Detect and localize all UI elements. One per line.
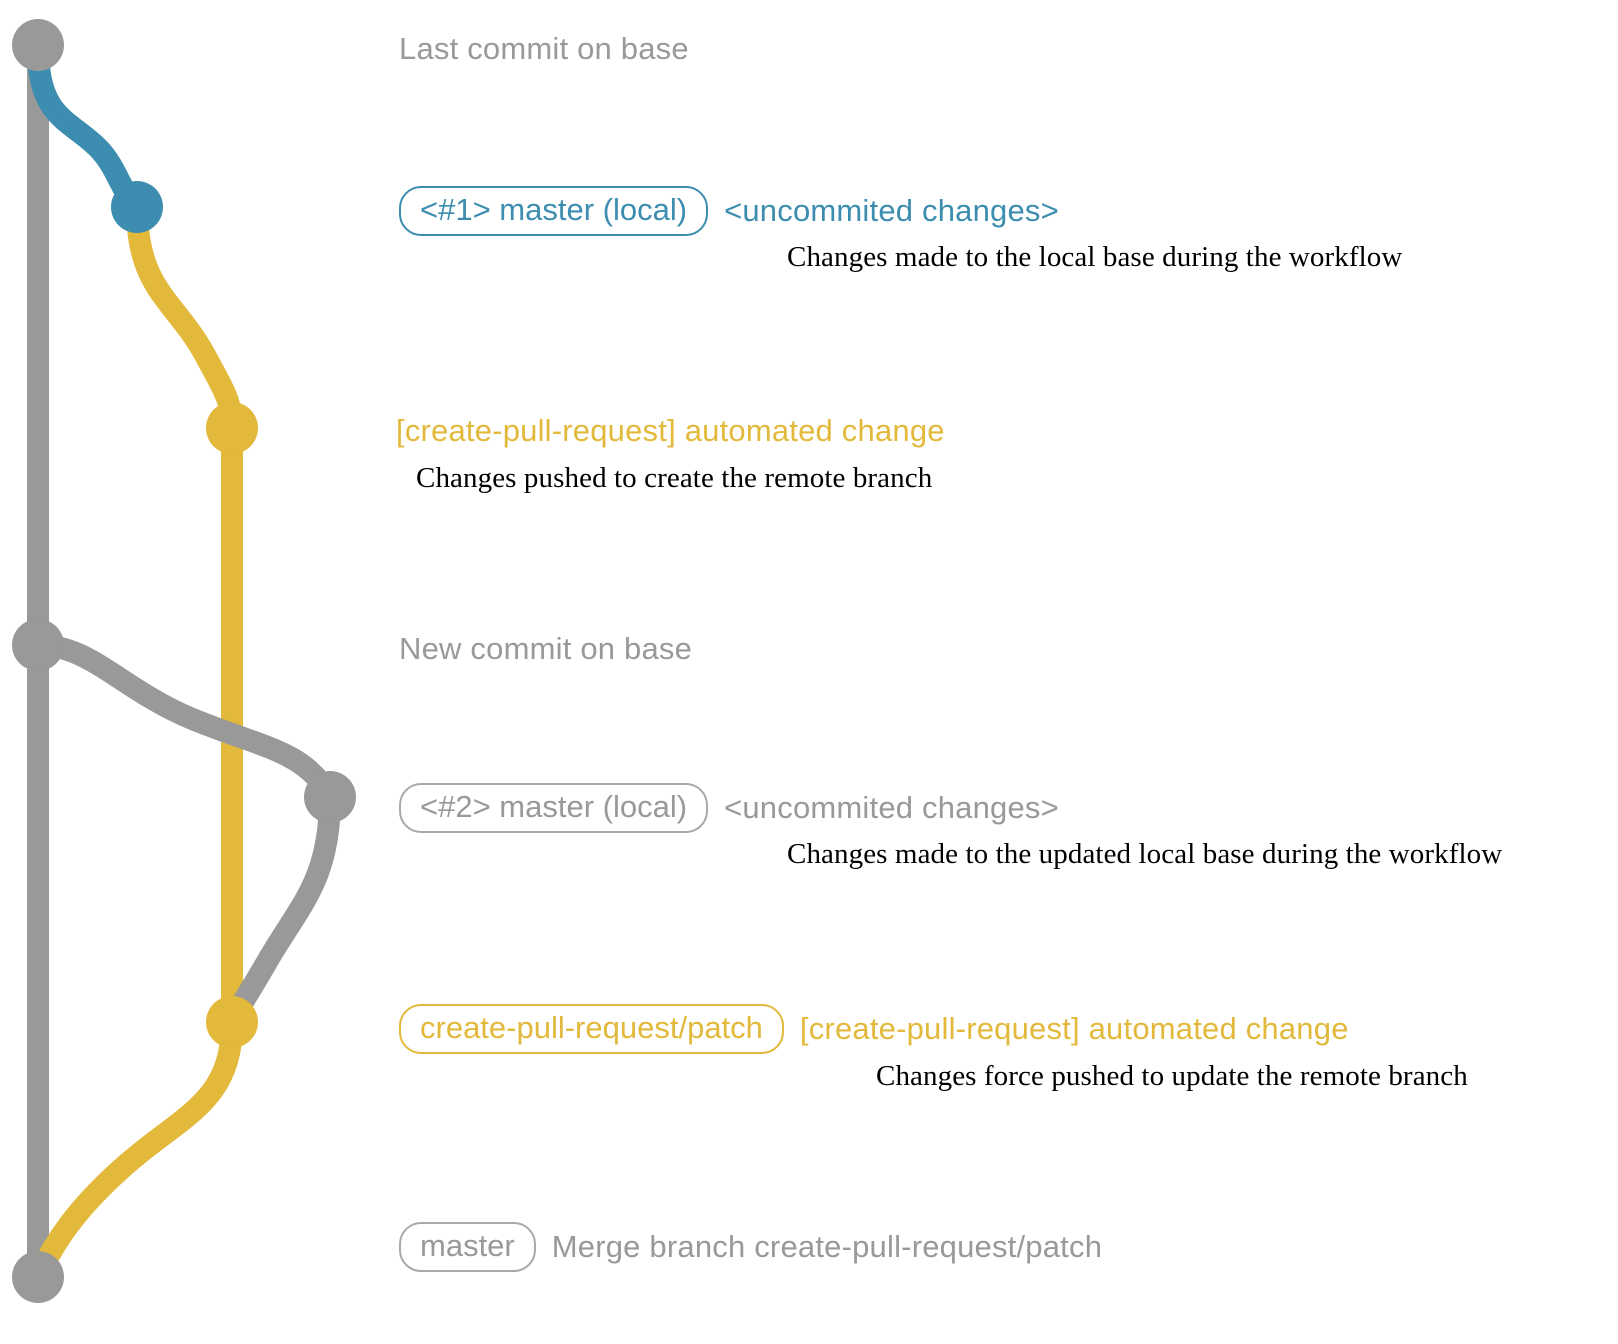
new-commit-on-base-label: New commit on base: [399, 631, 693, 666]
commit-message-automated-change-2: [create-pull-request] automated change: [799, 1011, 1349, 1046]
edge-base2-to-local2: [27, 634, 341, 808]
commit-message-master-local-2: <uncommited changes>: [724, 790, 1059, 825]
row-master-merge: master Merge branch create-pull-request/…: [399, 1222, 1102, 1272]
note-master-local-2: Changes made to the updated local base d…: [787, 838, 1503, 870]
branch-pill-create-pull-request-patch[interactable]: create-pull-request/patch: [399, 1004, 784, 1054]
row-new-commit-on-base: New commit on base: [399, 631, 692, 667]
row-master-local-2: <#2> master (local) <uncommited changes>: [399, 783, 1059, 833]
commit-node-master-merge[interactable]: [12, 1251, 64, 1303]
note-automated-change-1: Changes pushed to create the remote bran…: [416, 462, 933, 494]
commit-node-automated-change-1[interactable]: [206, 402, 258, 454]
branch-pill-master[interactable]: master: [399, 1222, 536, 1272]
note-create-pull-request-patch: Changes force pushed to update the remot…: [876, 1060, 1468, 1092]
commit-message-master-local-1: <uncommited changes>: [724, 193, 1059, 228]
commit-node-last-commit-on-base[interactable]: [12, 19, 64, 71]
commit-message-master-merge: Merge branch create-pull-request/patch: [551, 1229, 1103, 1264]
commit-node-automated-change-2[interactable]: [206, 996, 258, 1048]
commit-node-master-local-1[interactable]: [111, 181, 163, 233]
row-master-local-1: <#1> master (local) <uncommited changes>: [399, 186, 1059, 236]
commit-node-master-local-2[interactable]: [304, 771, 356, 823]
last-commit-on-base-label: Last commit on base: [399, 31, 689, 66]
row-create-pull-request-patch: create-pull-request/patch [create-pull-r…: [399, 1004, 1349, 1054]
commit-node-new-commit-on-base[interactable]: [12, 619, 64, 671]
edge-patch2-to-merge: [27, 1011, 243, 1288]
branch-pill-master-local-1[interactable]: <#1> master (local): [399, 186, 709, 236]
row-last-commit-on-base: Last commit on base: [399, 31, 689, 67]
row-automated-change-1: [create-pull-request] automated change: [396, 413, 945, 449]
note-master-local-1: Changes made to the local base during th…: [787, 241, 1403, 273]
edge-local2-to-patch2: [221, 786, 341, 1033]
branch-pill-master-local-2[interactable]: <#2> master (local): [399, 783, 709, 833]
automated-change-1-label: [create-pull-request] automated change: [396, 413, 945, 448]
edge-local1-to-patch1: [126, 196, 243, 439]
edge-base-to-local1: [27, 37, 148, 218]
